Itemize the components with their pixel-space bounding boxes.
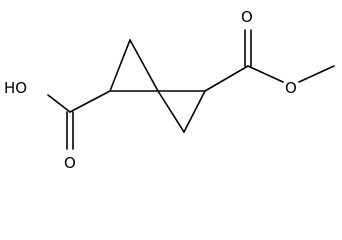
acid-carbonyl-oxygen-label: O	[64, 154, 76, 172]
bond-ester-methyl	[298, 65, 335, 83]
hydroxyl-label: HO	[4, 79, 27, 97]
ester-carbonyl-oxygen-label: O	[241, 8, 253, 26]
bond-ester-carbon-link	[204, 65, 249, 92]
bond-right-ring-bottom-left	[157, 90, 185, 133]
ester-ether-oxygen-label: O	[285, 79, 297, 97]
bond-left-ring-top	[129, 39, 159, 92]
bond-ester-oxygen	[247, 65, 284, 83]
bond-acid-oh	[47, 94, 71, 113]
chemical-structure-diagram: HO O O O	[4, 8, 335, 172]
bond-left-ring-side	[109, 39, 131, 92]
bond-right-ring-bottom-right	[183, 90, 206, 133]
bond-acid-carbon-link	[69, 90, 111, 113]
